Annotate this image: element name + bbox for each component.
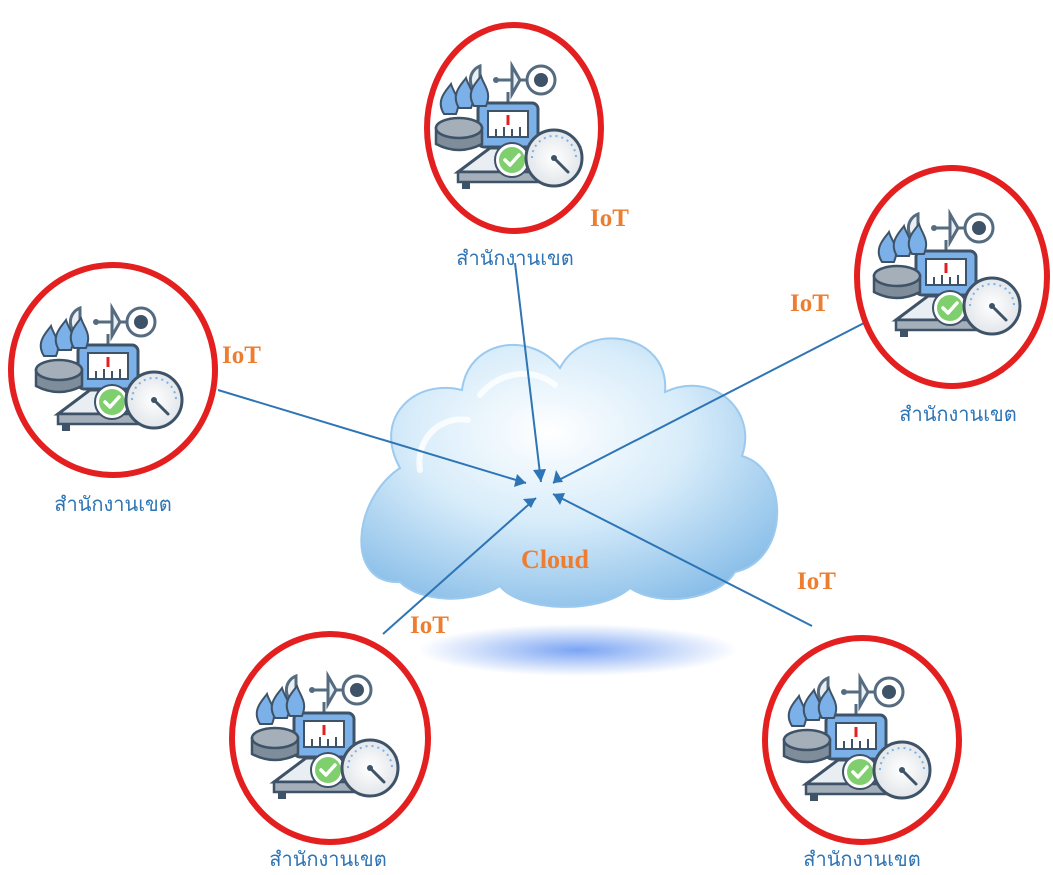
office-label-top: สำนักงานเขต (456, 246, 574, 270)
iot-label-right: IoT (790, 290, 829, 317)
convergence-arrows (514, 469, 565, 508)
iot-label-bottom-right: IoT (797, 568, 836, 595)
link-left (217, 389, 527, 484)
link-right (552, 321, 867, 484)
office-node-bottom-right (762, 635, 962, 845)
connection-lines (217, 262, 867, 635)
office-node-left (8, 262, 218, 478)
link-bottom-left (382, 497, 537, 635)
office-node-bottom-left (229, 631, 431, 845)
iot-label-bottom-left: IoT (410, 612, 449, 639)
iot-label-left: IoT (222, 342, 261, 369)
office-label-bottom-left: สำนักงานเขต (269, 847, 387, 871)
cloud-shadow (418, 624, 738, 676)
cloud-icon (360, 337, 779, 608)
office-label-bottom-right: สำนักงานเขต (803, 847, 921, 871)
link-top (514, 262, 542, 483)
office-node-top (424, 22, 604, 234)
office-label-right: สำนักงานเขต (899, 402, 1017, 426)
link-bottom-right (552, 493, 813, 627)
cloud-label: Cloud (521, 545, 589, 574)
office-node-right (854, 165, 1050, 389)
office-label-left: สำนักงานเขต (54, 492, 172, 516)
iot-label-top: IoT (590, 205, 629, 232)
